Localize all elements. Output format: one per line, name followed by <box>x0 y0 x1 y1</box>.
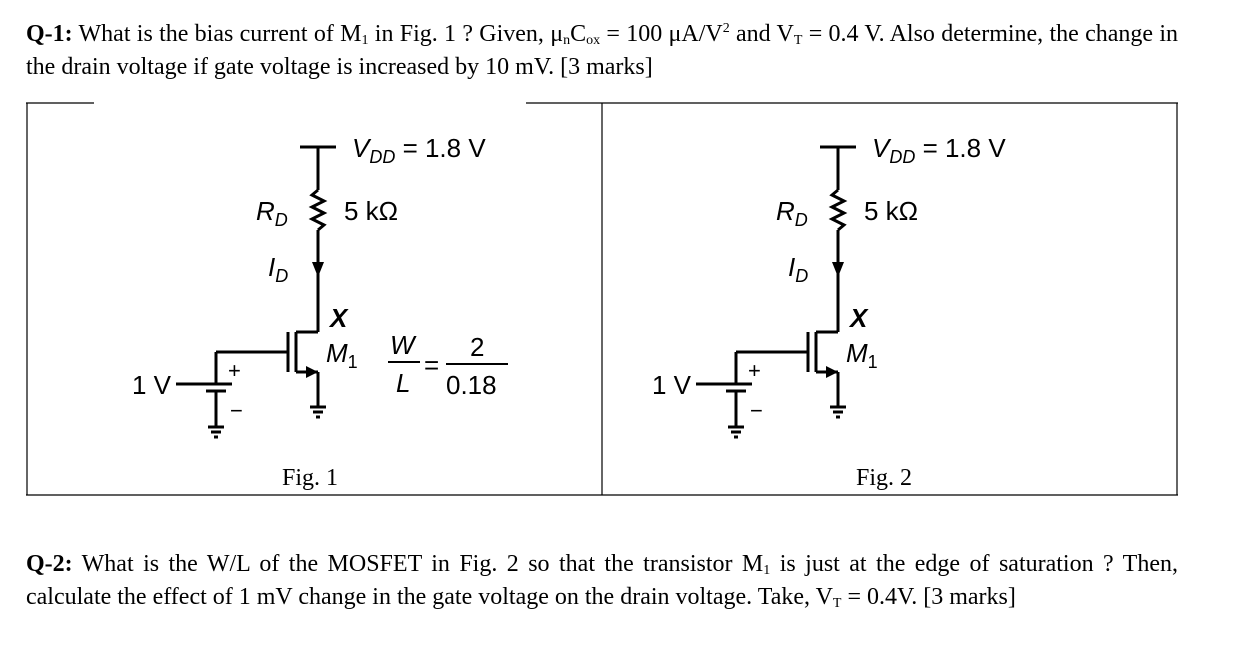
source-voltage-label: 1 V <box>132 370 172 400</box>
circuit-fig-1-labels: VDD = 1.8 V RD 5 kΩ ID X M1 W L = 2 0.18… <box>132 133 508 423</box>
q1-text: What is the bias current of M <box>72 21 362 47</box>
circuit-fig-1 <box>176 145 336 439</box>
current-arrow-icon <box>832 262 844 277</box>
ratio-numerator: 2 <box>470 332 484 362</box>
rd-value: 5 kΩ <box>864 196 918 226</box>
id-label: ID <box>788 252 808 286</box>
vdd-label: VDD = 1.8 V <box>352 133 486 167</box>
rd-value: 5 kΩ <box>344 196 398 226</box>
equals-sign: = <box>424 350 439 380</box>
ground-symbol-icon <box>208 425 224 439</box>
q1-text: = 0.4 V. Also determine, the change in t… <box>26 21 1178 80</box>
circuit-fig-2 <box>696 145 856 439</box>
question-2-label: Q-2: <box>26 551 73 577</box>
q1-text: = 100 μA/V <box>600 21 723 47</box>
rd-label: RD <box>776 196 808 230</box>
source-voltage-label: 1 V <box>652 370 692 400</box>
mosfet-label: M1 <box>846 338 878 372</box>
l-label: L <box>396 368 410 398</box>
id-label: ID <box>268 252 288 286</box>
question-1-label: Q-1: <box>26 21 73 47</box>
ground-symbol-icon <box>830 405 846 419</box>
node-x-label: X <box>328 303 349 333</box>
vdd-label: VDD = 1.8 V <box>872 133 1006 167</box>
circuit-fig-2-labels: VDD = 1.8 V RD 5 kΩ ID X M1 1 V + − <box>652 133 1006 423</box>
battery-plus-sign: + <box>228 358 241 383</box>
q1-subscript: n <box>563 33 571 48</box>
ground-symbol-icon <box>310 405 326 419</box>
question-1: Q-1: What is the bias current of M1 in F… <box>26 18 1178 84</box>
q2-text: is just at the edge of saturation ? Then… <box>26 551 1178 610</box>
q1-superscript: 2 <box>722 21 730 36</box>
question-2: Q-2: What is the W/L of the MOSFET in Fi… <box>26 548 1178 614</box>
figure-1-caption: Fig. 1 <box>282 465 339 491</box>
q2-text: = 0.4V. [3 marks] <box>841 584 1016 610</box>
q1-subscript: 1 <box>361 33 369 48</box>
figure-table: VDD = 1.8 V RD 5 kΩ ID X M1 W L = 2 0.18… <box>26 102 1178 496</box>
battery-minus-sign: − <box>230 398 243 423</box>
battery-plus-sign: + <box>748 358 761 383</box>
mosfet-source-arrow-icon <box>826 366 838 378</box>
w-label: W <box>390 330 417 360</box>
q2-subscript: 1 <box>763 563 771 578</box>
node-x-label: X <box>848 303 869 333</box>
figure-table-borders <box>26 102 1178 496</box>
current-arrow-icon <box>312 262 324 277</box>
q2-subscript: T <box>832 596 842 611</box>
rd-label: RD <box>256 196 288 230</box>
q2-text: What is the W/L of the MOSFET in Fig. 2 … <box>72 551 764 577</box>
ratio-denominator: 0.18 <box>446 370 497 400</box>
resistor-rd-symbol <box>828 188 848 232</box>
mosfet-source-arrow-icon <box>306 366 318 378</box>
battery-minus-sign: − <box>750 398 763 423</box>
q1-text: C <box>570 21 587 47</box>
q1-text: and V <box>729 21 794 47</box>
mosfet-label: M1 <box>326 338 358 372</box>
ground-symbol-icon <box>728 425 744 439</box>
q1-subscript: T <box>793 33 803 48</box>
resistor-rd-symbol <box>308 188 328 232</box>
q1-text: in Fig. 1 ? Given, μ <box>368 21 564 47</box>
q1-subscript: ox <box>586 33 601 48</box>
figure-2-caption: Fig. 2 <box>856 465 913 491</box>
